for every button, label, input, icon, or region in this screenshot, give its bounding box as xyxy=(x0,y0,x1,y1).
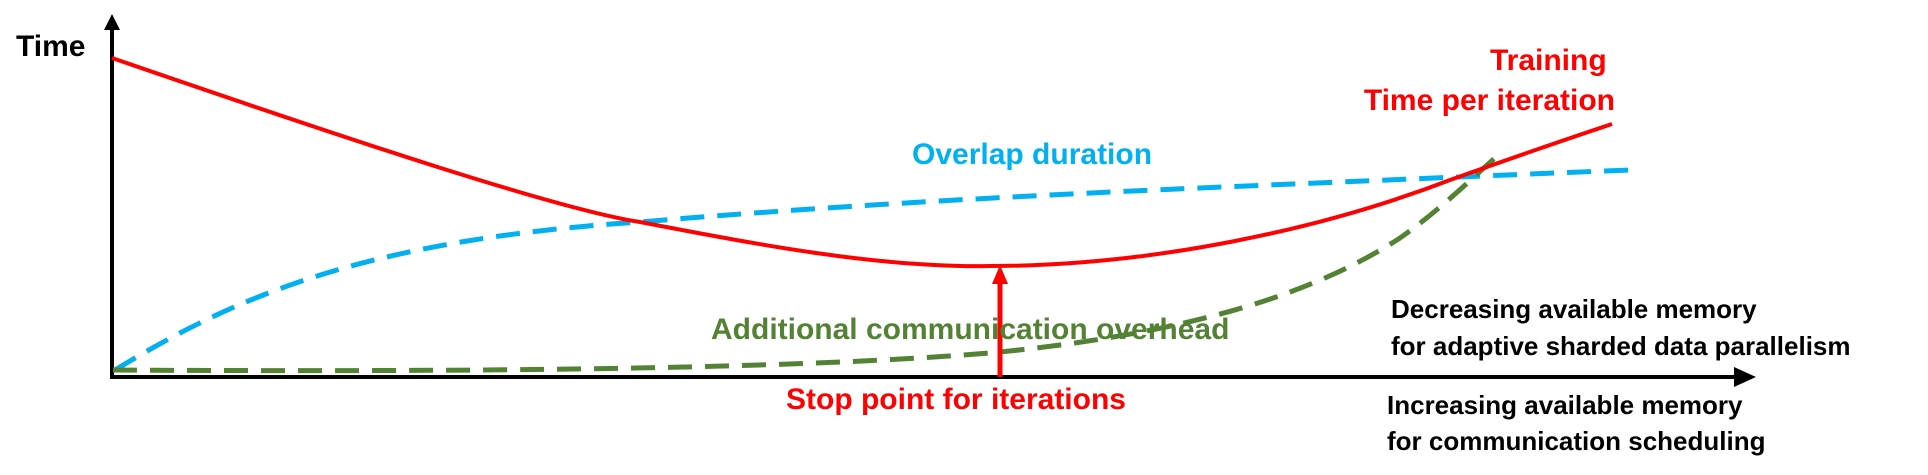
overlap-duration-curve xyxy=(113,167,1631,373)
training-time-curve xyxy=(111,56,1613,269)
x-axis-label-bottom: Increasing available memory for communic… xyxy=(1387,390,1765,456)
x-axis-label-bottom-line-2: for communication scheduling xyxy=(1387,426,1765,456)
stop-point-arrow-icon xyxy=(992,265,1008,284)
x-axis-arrow-icon xyxy=(1734,367,1756,387)
communication-overhead-label: Additional communication overhead xyxy=(711,313,1229,346)
communication-overhead-curve xyxy=(112,156,1497,374)
x-axis-label-bottom-line-1: Increasing available memory xyxy=(1387,390,1743,420)
training-label-line-1: Training xyxy=(1490,44,1607,77)
training-label-line-2: Time per iteration xyxy=(1364,84,1615,117)
x-axis-label-top-line-1: Decreasing available memory xyxy=(1391,294,1757,324)
x-axis-label-top-line-2: for adaptive sharded data parallelism xyxy=(1391,331,1851,361)
y-axis-label: Time xyxy=(16,30,85,63)
overlap-duration-label: Overlap duration xyxy=(912,138,1152,171)
stop-point-label: Stop point for iterations xyxy=(786,383,1126,416)
y-axis-arrow-icon xyxy=(104,14,120,30)
training-label: Training Time per iteration xyxy=(1364,44,1615,117)
x-axis-label-top: Decreasing available memory for adaptive… xyxy=(1391,294,1851,361)
